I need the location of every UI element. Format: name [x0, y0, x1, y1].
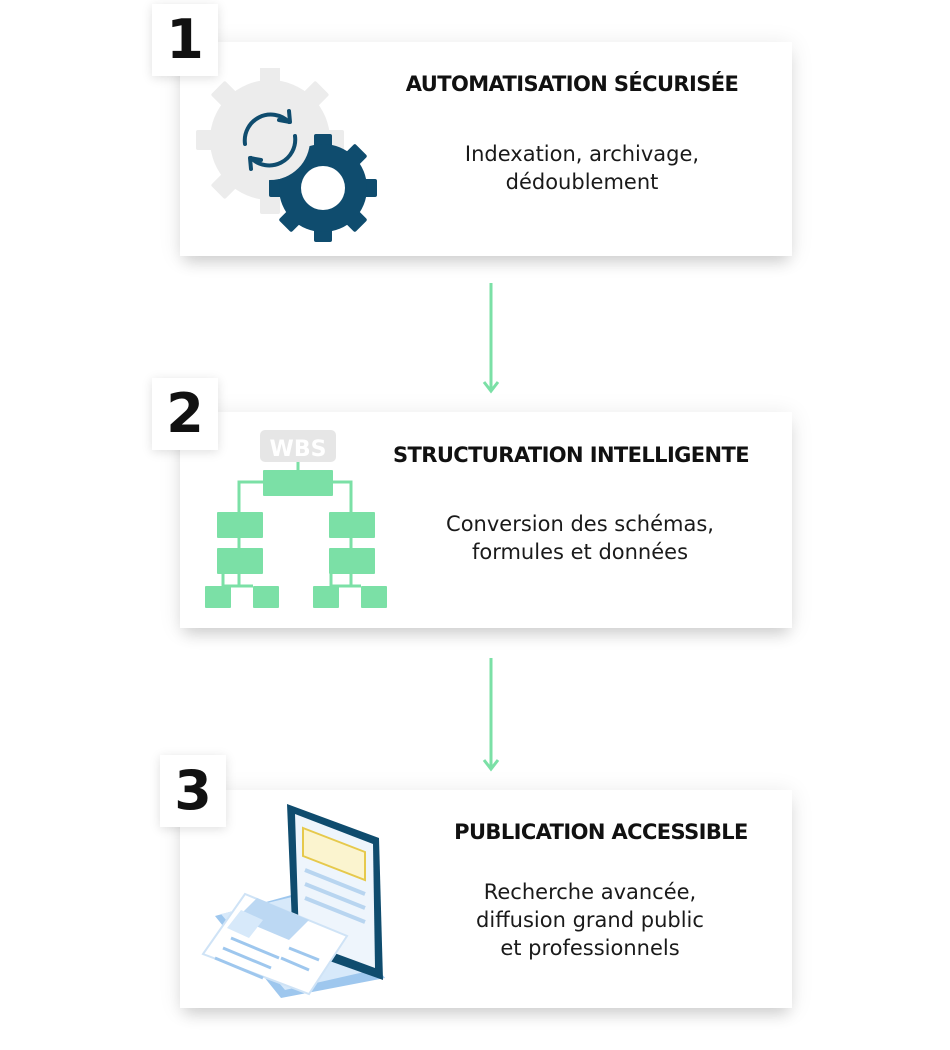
step-2-description: Conversion des schémas, formules et donn…	[415, 510, 745, 566]
step-1-line-1: Indexation, archivage,	[417, 140, 747, 168]
step-1-title: AUTOMATISATION SÉCURISÉE	[357, 72, 787, 96]
step-2-title: STRUCTURATION INTELLIGENTE	[356, 443, 786, 467]
wbs-label: WBS	[270, 437, 327, 462]
step-3-line-2: diffusion grand public	[425, 906, 755, 934]
step-2-line-2: formules et données	[415, 538, 745, 566]
step-3-description: Recherche avancée, diffusion grand publi…	[425, 878, 755, 962]
step-2-line-1: Conversion des schémas,	[415, 510, 745, 538]
arrow-1-to-2	[481, 283, 501, 395]
step-1-line-2: dédoublement	[417, 168, 747, 196]
step-1-description: Indexation, archivage, dédoublement	[417, 140, 747, 196]
step-1-number: 1	[152, 4, 218, 76]
laptop-document-icon	[197, 798, 397, 998]
step-3-title: PUBLICATION ACCESSIBLE	[386, 820, 816, 844]
arrow-2-to-3	[481, 658, 501, 773]
step-3-line-3: et professionnels	[425, 934, 755, 962]
step-3-line-1: Recherche avancée,	[425, 878, 755, 906]
